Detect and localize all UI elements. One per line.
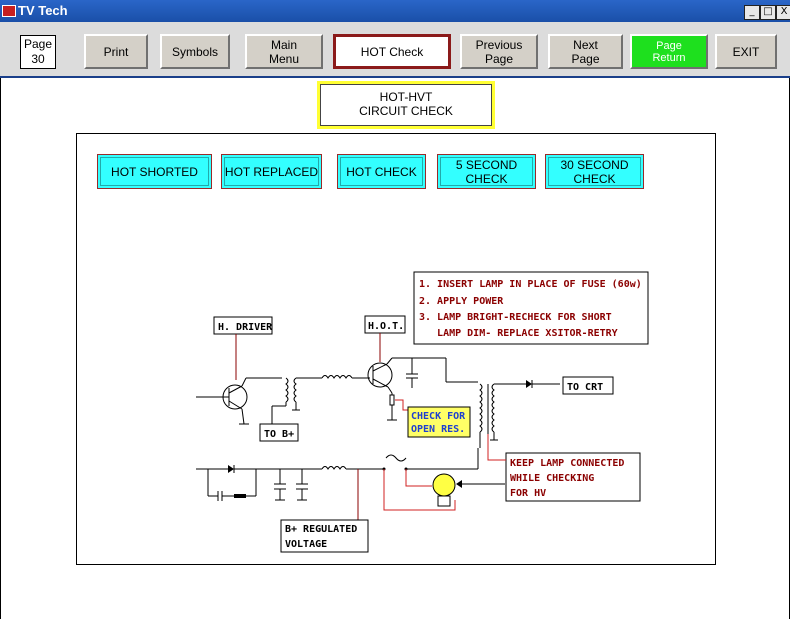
- test-lamp-icon: [432, 473, 456, 497]
- b-plus-regulated-box: [280, 519, 369, 553]
- wire: [372, 363, 388, 372]
- instruction-line: 2. APPLY POWER: [419, 296, 504, 307]
- page-return-button[interactable]: Page Return: [630, 34, 708, 69]
- to-b-plus-label-box: [259, 423, 299, 442]
- instructions-box: [413, 271, 649, 345]
- page-heading: HOT-HVT CIRCUIT CHECK: [317, 81, 495, 129]
- exit-button[interactable]: EXIT: [715, 34, 777, 69]
- supply-inductor: [321, 466, 347, 470]
- keep-lamp-connector: [487, 434, 506, 461]
- h-driver-label-box: [213, 316, 273, 335]
- coupling-inductor: [321, 375, 353, 379]
- keep-lamp-box: [505, 452, 641, 502]
- app-icon: [2, 5, 16, 17]
- hot-replaced-button[interactable]: HOT REPLACED: [221, 154, 322, 189]
- lamp-wire: [405, 469, 432, 487]
- to-crt-label-box: [562, 376, 614, 395]
- to-crt-label: TO CRT: [567, 382, 603, 393]
- keep-lamp-label: FOR HV: [510, 488, 546, 499]
- hot-check-button[interactable]: HOT Check: [333, 34, 451, 69]
- flyback-primary: [479, 383, 483, 433]
- five-second-check-button[interactable]: 5 SECOND CHECK: [437, 154, 536, 189]
- five-second-check-label: 5 SECOND CHECK: [455, 157, 518, 186]
- print-button[interactable]: Print: [84, 34, 148, 69]
- to-b-plus-label: TO B+: [264, 429, 294, 440]
- lamp-base: [437, 495, 451, 507]
- keep-lamp-label: WHILE CHECKING: [510, 473, 594, 484]
- driver-transformer-secondary: [293, 377, 297, 403]
- wire: [228, 385, 243, 394]
- lamp-wire: [383, 469, 456, 511]
- check-open-res-label: OPEN RES.: [411, 424, 465, 435]
- wire: [228, 400, 243, 410]
- instruction-line: 1. INSERT LAMP IN PLACE OF FUSE (60w): [419, 279, 642, 290]
- next-page-button[interactable]: Next Page: [548, 34, 623, 69]
- removed-fuse-symbol: [385, 454, 407, 462]
- instruction-line: 3. LAMP BRIGHT-RECHECK FOR SHORT: [419, 312, 612, 323]
- check-open-res-label: CHECK FOR: [411, 411, 466, 422]
- check-open-res-box: [407, 406, 471, 438]
- hv-rectifier-diode: [526, 380, 532, 388]
- wire: [241, 377, 247, 387]
- open-res-pointer: [395, 399, 408, 411]
- h-driver-label: H. DRIVER: [218, 322, 273, 333]
- driver-transformer-primary: [285, 377, 289, 403]
- wire: [386, 357, 393, 365]
- flyback-secondary: [491, 383, 495, 433]
- toolbar: Page 30 Print Symbols Main Menu HOT Chec…: [0, 22, 790, 78]
- instruction-line: LAMP DIM- REPLACE XSITOR-RETRY: [419, 328, 618, 339]
- wire: [241, 408, 245, 425]
- maximize-button[interactable]: □: [760, 5, 776, 20]
- arrow-icon: [456, 480, 462, 488]
- emitter-resistor: [389, 394, 395, 406]
- supply-resistor: [234, 494, 246, 498]
- symbols-button[interactable]: Symbols: [160, 34, 230, 69]
- hot-shorted-label: HOT SHORTED: [111, 164, 198, 179]
- hot-label-box: [364, 315, 406, 334]
- title-bar: TV Tech _ □ X: [0, 0, 790, 22]
- b-plus-regulated-label: VOLTAGE: [285, 539, 327, 550]
- wire: [387, 386, 393, 394]
- hot-transistor-symbol: [367, 362, 393, 388]
- hot-label: H.O.T.: [368, 321, 404, 332]
- keep-lamp-label: KEEP LAMP CONNECTED: [510, 458, 624, 469]
- close-button[interactable]: X: [776, 5, 790, 20]
- page-indicator: Page 30: [20, 35, 56, 69]
- page-heading-text: HOT-HVT CIRCUIT CHECK: [320, 84, 492, 126]
- wire: [372, 378, 389, 388]
- hot-check-panel-button[interactable]: HOT CHECK: [337, 154, 426, 189]
- hot-check-label: HOT CHECK: [346, 164, 417, 179]
- window-title: TV Tech: [18, 3, 68, 18]
- main-menu-button[interactable]: Main Menu: [245, 34, 323, 69]
- previous-page-button[interactable]: Previous Page: [460, 34, 538, 69]
- hot-replaced-label: HOT REPLACED: [224, 164, 319, 179]
- minimize-button[interactable]: _: [744, 5, 760, 20]
- b-plus-regulated-label: B+ REGULATED: [285, 524, 357, 535]
- thirty-second-check-label: 30 SECOND CHECK: [560, 157, 629, 186]
- supply-diode: [228, 465, 234, 473]
